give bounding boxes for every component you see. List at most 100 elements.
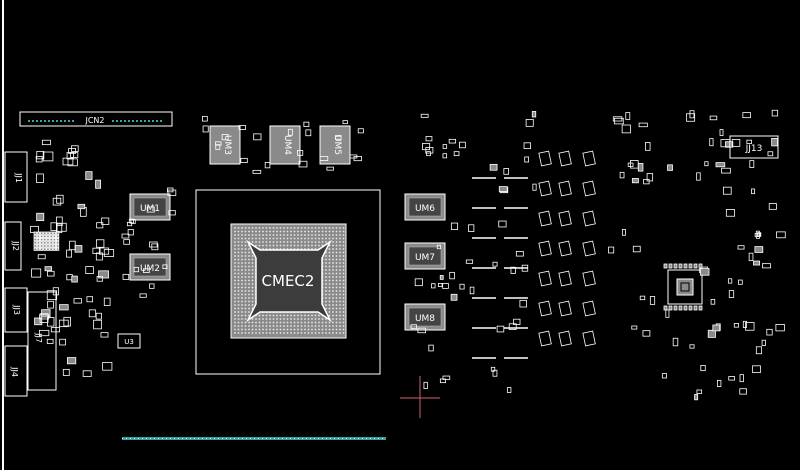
smd-pad: [707, 329, 716, 338]
connector-jcn2-label: JCN2: [84, 116, 104, 125]
bga-ball: [248, 311, 250, 313]
bga-pad: [33, 247, 37, 251]
bga-ball: [269, 227, 271, 229]
memory-um6[interactable]: UM6: [404, 193, 446, 221]
bga-ball: [244, 318, 247, 320]
bga-ball: [269, 321, 271, 324]
bga-ball: [262, 318, 264, 320]
bga-pad: [36, 237, 41, 242]
bga-ball: [272, 244, 275, 247]
bga-ball: [318, 332, 320, 334]
bga-ball: [237, 279, 240, 282]
chip-u3[interactable]: U3: [117, 333, 141, 349]
bga-ball: [297, 318, 299, 320]
bga-pad: [40, 244, 44, 248]
bga-ball: [237, 251, 240, 254]
bga-ball: [286, 325, 289, 327]
bga-ball: [342, 234, 345, 236]
memory-um8[interactable]: UM8: [404, 303, 446, 331]
bga-ball: [325, 276, 327, 278]
bga-ball: [325, 262, 327, 264]
bga-ball: [251, 241, 254, 243]
smd-pad: [722, 186, 732, 195]
memory-um4[interactable]: UM4: [269, 125, 301, 165]
bga-ball: [234, 283, 236, 285]
smd-pad: [240, 157, 248, 163]
smd-pad: [215, 144, 221, 150]
memory-um5-label: UM5: [332, 135, 342, 155]
bga-ball: [290, 234, 292, 236]
bga-ball: [342, 311, 345, 313]
connector-jcn2[interactable]: JCN2: [19, 111, 173, 127]
memory-um2[interactable]: UM2: [129, 253, 171, 281]
smd-pad: [709, 138, 714, 147]
bga-ball: [234, 258, 236, 261]
connector-jj1[interactable]: JJ1: [4, 151, 28, 203]
bga-ball: [342, 300, 345, 303]
bga-ball: [304, 325, 306, 327]
smd-pad: [738, 279, 743, 285]
smd-pad: [96, 276, 103, 282]
bga-ball: [335, 297, 338, 299]
bga-ball: [234, 262, 236, 264]
bga-ball: [307, 230, 310, 233]
smd-pad: [437, 283, 443, 287]
bga-pad: [43, 237, 47, 242]
connector-jj2[interactable]: JJ2: [4, 221, 22, 271]
bga-ball: [244, 283, 247, 285]
bga-ball: [283, 241, 285, 243]
bga-ball: [328, 276, 331, 278]
smd-pad: [77, 203, 86, 210]
bga-ball: [251, 262, 254, 264]
bga-ball: [332, 325, 334, 327]
pcie-fingers: [122, 437, 386, 440]
bga-ball: [311, 241, 313, 243]
smd-pad: [768, 203, 777, 210]
bga-ball: [244, 300, 247, 303]
smd-pad: [510, 266, 516, 274]
bga-ball: [237, 325, 240, 327]
mosfet-pad: [582, 270, 596, 287]
bga-ball: [265, 230, 268, 233]
connector-jj4[interactable]: JJ4: [4, 345, 28, 397]
smd-pad: [86, 296, 93, 303]
memory-um7[interactable]: UM7: [404, 242, 446, 270]
bga-ball: [328, 300, 331, 303]
memory-um3[interactable]: UM3: [209, 125, 241, 165]
mosfet-pad: [582, 210, 596, 227]
bga-ball: [335, 262, 338, 264]
smd-pad: [96, 239, 105, 248]
bga-ball: [244, 276, 247, 278]
bga-ball: [234, 325, 236, 327]
bga-ball: [342, 244, 345, 247]
controller-qfn[interactable]: [667, 269, 703, 305]
bga-ball: [237, 241, 240, 243]
connector-jj7[interactable]: JJ7: [27, 291, 57, 391]
bga-ball: [293, 314, 296, 317]
smd-pad: [762, 263, 771, 269]
bga-ball: [244, 227, 247, 229]
smd-pad: [755, 346, 763, 355]
bga-ball: [237, 276, 240, 278]
bga-ball: [234, 241, 236, 243]
bga-ball: [283, 234, 285, 236]
smd-pad: [754, 233, 761, 237]
bga-ball: [255, 234, 257, 236]
connector-jj3[interactable]: JJ3: [4, 287, 28, 333]
memory-um5[interactable]: UM5: [319, 125, 351, 165]
bga-ball: [304, 234, 306, 236]
bga-ball: [251, 290, 254, 292]
bga-ball: [237, 300, 240, 303]
bga-ball: [311, 244, 313, 247]
bga-ball: [279, 230, 282, 233]
bga-ball: [244, 332, 247, 334]
bga-ball: [244, 258, 247, 261]
gpu-package[interactable]: CMEC2: [195, 189, 381, 375]
bga-pad: [56, 237, 60, 242]
smd-pad: [696, 172, 701, 181]
bga-ball: [241, 328, 243, 331]
bga-ball: [234, 293, 236, 296]
smd-pad: [524, 156, 530, 163]
bga-ball: [258, 244, 261, 247]
